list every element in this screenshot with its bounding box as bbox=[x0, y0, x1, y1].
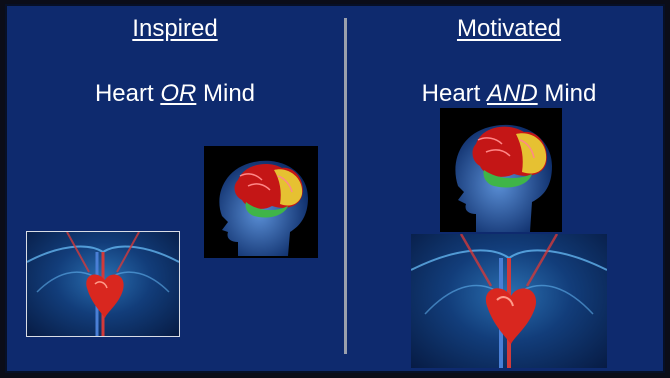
left-subtitle-part2: Mind bbox=[196, 80, 255, 107]
right-brain-image bbox=[440, 108, 562, 232]
left-subtitle-emphasis: OR bbox=[160, 80, 196, 107]
slide-canvas: Inspired Heart OR Mind bbox=[5, 4, 665, 373]
left-subtitle: Heart OR Mind bbox=[45, 80, 305, 108]
inspired-title: Inspired bbox=[75, 15, 275, 43]
right-heart-image bbox=[411, 234, 607, 368]
motivated-title: Motivated bbox=[409, 15, 609, 43]
column-divider bbox=[344, 18, 347, 354]
left-heart-image bbox=[26, 231, 180, 337]
left-brain-image bbox=[204, 146, 318, 258]
right-subtitle-emphasis: AND bbox=[487, 80, 538, 107]
right-subtitle-part2: Mind bbox=[538, 80, 597, 107]
left-subtitle-part1: Heart bbox=[95, 80, 160, 107]
right-subtitle: Heart AND Mind bbox=[379, 80, 639, 108]
right-subtitle-part1: Heart bbox=[422, 80, 487, 107]
